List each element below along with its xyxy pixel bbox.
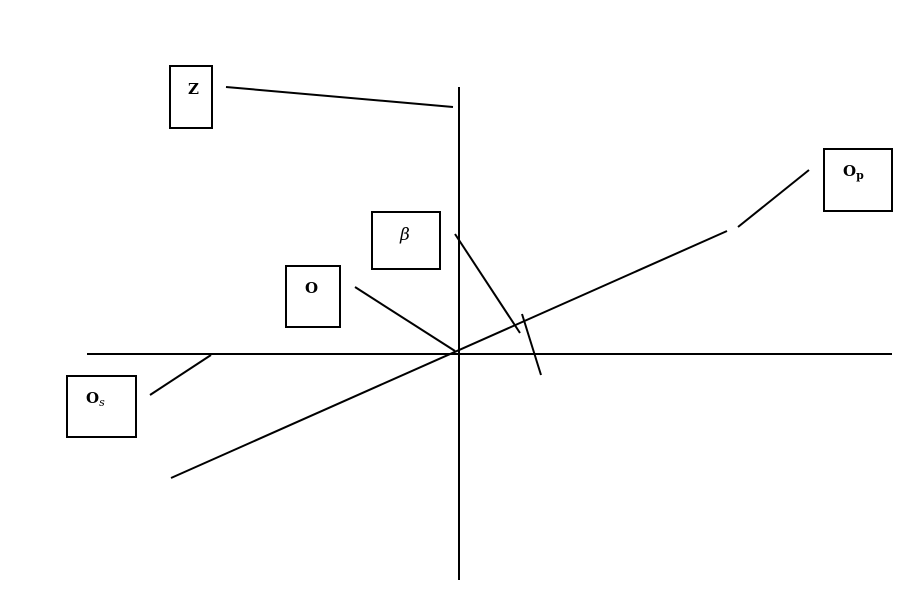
beta-tick-mark <box>521 313 542 376</box>
label-o: O <box>305 279 319 297</box>
label-os-sub: s <box>99 396 105 409</box>
label-box-beta: β <box>371 211 441 270</box>
label-os: Os <box>86 389 105 409</box>
label-op-sub: p <box>856 169 864 182</box>
leader-line-z <box>225 86 454 108</box>
leader-line-os <box>149 354 212 396</box>
label-box-o: O <box>285 265 341 328</box>
leader-line-o <box>354 286 456 352</box>
label-op-main: O <box>843 162 857 180</box>
label-box-os: Os <box>66 375 137 438</box>
leader-line-beta <box>454 233 521 334</box>
label-box-op: Op <box>823 148 893 212</box>
label-os-main: O <box>86 389 100 407</box>
label-op: Op <box>843 162 864 182</box>
oblique-axis <box>170 230 728 479</box>
label-z: Z <box>188 80 199 98</box>
label-box-z: Z <box>169 65 213 129</box>
label-beta: β <box>400 225 410 245</box>
leader-line-op <box>737 169 810 228</box>
